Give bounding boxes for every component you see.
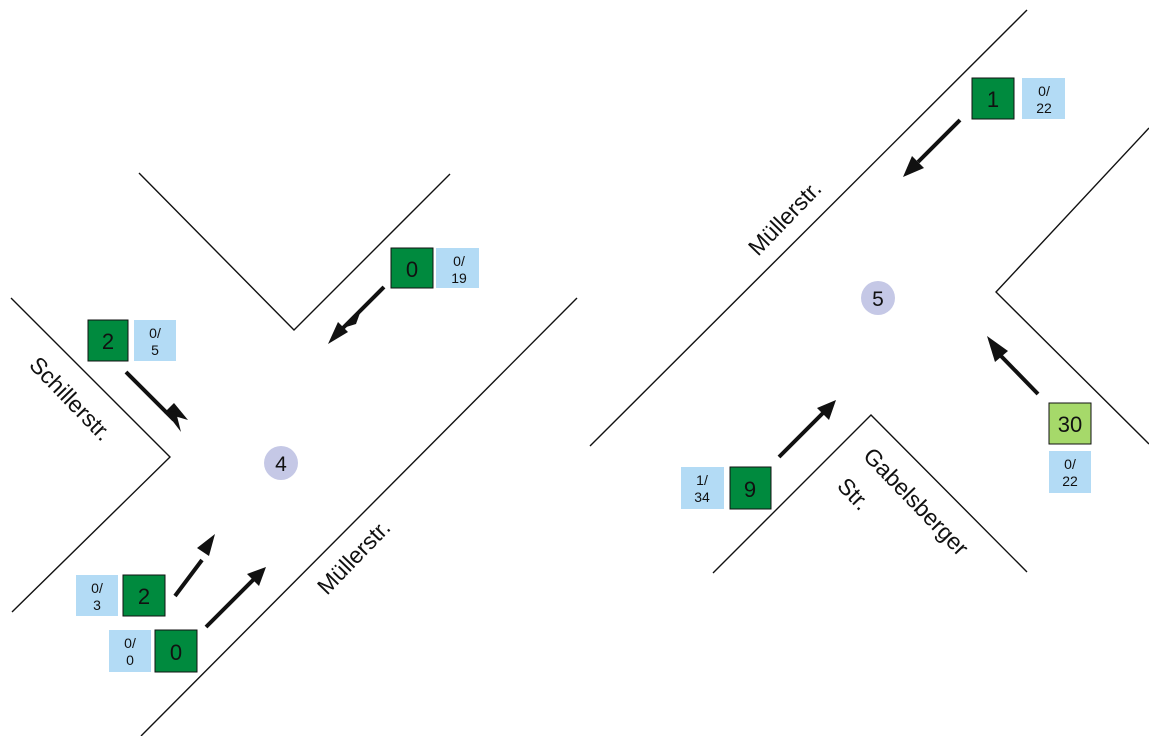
ratio-bottom: 5 xyxy=(151,342,159,358)
road-edge-southeast xyxy=(140,297,578,736)
node-label-5: 5 xyxy=(872,288,884,311)
ratio-top: 0/ xyxy=(1064,456,1076,472)
street-label-mullerstr-5: Müllerstr. xyxy=(743,175,827,260)
count-value: 2 xyxy=(102,329,114,354)
count-value: 0 xyxy=(170,640,182,665)
ratio-box xyxy=(134,320,176,361)
street-label-gabelsberger-str: Str. xyxy=(832,472,875,515)
arrow-northeast-5 xyxy=(903,118,962,177)
count-box xyxy=(729,466,772,510)
count-value: 30 xyxy=(1058,412,1082,437)
arrow-southwest-5 xyxy=(777,400,836,459)
arrow-southeast-5 xyxy=(987,336,1040,396)
ratio-box xyxy=(1049,451,1091,493)
street-label-schillerstr: Schillerstr. xyxy=(24,351,116,445)
node-circle-4 xyxy=(264,446,298,480)
ratio-bottom: 22 xyxy=(1062,473,1078,489)
count-box xyxy=(87,319,129,362)
count-value: 2 xyxy=(138,584,150,609)
node-circle-5 xyxy=(861,281,895,315)
ratio-top: 1/ xyxy=(696,472,708,488)
ratio-box xyxy=(109,630,151,672)
ratio-box xyxy=(76,575,118,616)
ratio-bottom: 34 xyxy=(694,489,710,505)
ratio-top: 0/ xyxy=(453,253,465,269)
node-label-4: 4 xyxy=(275,453,287,476)
road-edge-top xyxy=(138,172,451,331)
ratio-box xyxy=(1022,78,1065,119)
count-box xyxy=(390,247,434,289)
road-edge-left xyxy=(10,297,171,613)
ratio-bottom: 3 xyxy=(93,597,101,613)
approach-southwest-upper-4: 0/ 3 2 xyxy=(76,574,166,617)
count-box xyxy=(154,629,198,673)
count-box xyxy=(971,77,1015,120)
count-value: 9 xyxy=(744,477,756,502)
count-box-light xyxy=(1048,402,1092,445)
approach-southeast-5: 30 0/ 22 xyxy=(1048,402,1092,493)
intersection-5: Müllerstr. Gabelsberger Str. 5 1 0/ 22 xyxy=(589,9,1149,574)
ratio-bottom: 0 xyxy=(126,652,134,668)
arrow-southwest-upper-4 xyxy=(173,534,215,598)
ratio-box xyxy=(681,467,724,509)
approach-southwest-lower-4: 0/ 0 0 xyxy=(109,629,198,673)
approach-northwest-4: 2 0/ 5 xyxy=(87,319,176,362)
road-edge-northwest xyxy=(589,9,1028,447)
arrow-northwest-4 xyxy=(124,370,188,432)
ratio-box xyxy=(436,248,479,288)
approach-southwest-5: 1/ 34 9 xyxy=(681,466,772,510)
road-edge-right xyxy=(995,127,1149,445)
ratio-top: 0/ xyxy=(149,325,161,341)
ratio-bottom: 22 xyxy=(1036,100,1052,116)
approach-northeast-5: 1 0/ 22 xyxy=(971,77,1065,120)
ratio-bottom: 19 xyxy=(451,270,467,286)
ratio-top: 0/ xyxy=(91,580,103,596)
count-box xyxy=(122,574,166,617)
count-value: 0 xyxy=(406,257,418,282)
approach-northeast-4: 0 0/ 19 xyxy=(390,247,479,289)
count-value: 1 xyxy=(987,87,999,112)
street-label-mullerstr-4: Müllerstr. xyxy=(312,514,396,599)
arrow-southwest-lower-4 xyxy=(204,567,266,629)
intersection-4: Müllerstr. Schillerstr. 4 0 xyxy=(10,172,578,736)
ratio-top: 0/ xyxy=(124,635,136,651)
road-edge-bottom xyxy=(712,414,1028,574)
ratio-top: 0/ xyxy=(1038,83,1050,99)
arrow-northeast-4 xyxy=(328,285,386,344)
